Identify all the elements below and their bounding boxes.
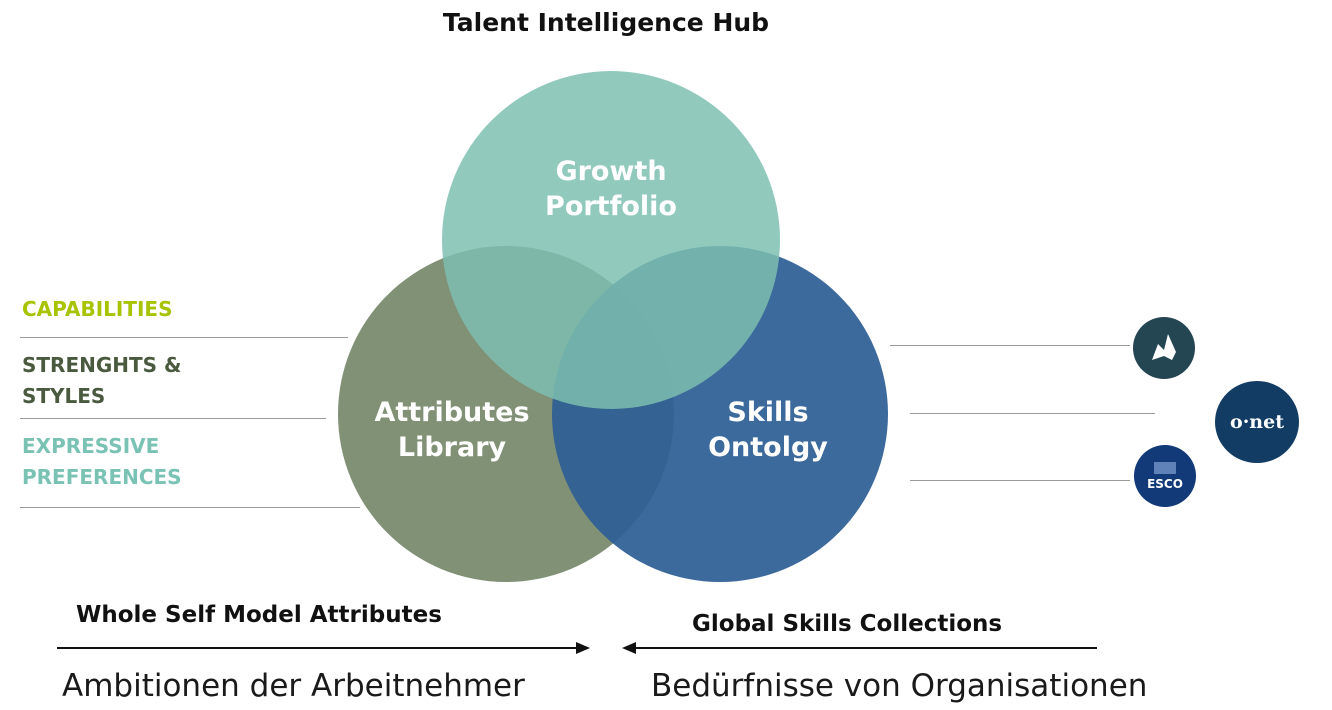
esco-flag-icon (1154, 461, 1176, 474)
strengths-styles-line2: STYLES (22, 384, 106, 408)
growth-portfolio-circle (442, 71, 780, 409)
capabilities-line1: CAPABILITIES (22, 297, 173, 321)
capabilities-label: CAPABILITIES (22, 294, 172, 325)
logo1-connector (890, 345, 1130, 346)
organization-needs-subtitle: Bedürfnisse von Organisationen (651, 668, 1148, 704)
right-arrow-head (622, 642, 636, 654)
attributes-library-line1: Attributes (374, 397, 530, 428)
skills-ontology-line2: Ontolgy (708, 432, 828, 464)
logo3-connector (910, 480, 1130, 481)
attributes-library-line2: Library (397, 432, 507, 464)
expressive-preferences-line2: PREFERENCES (22, 465, 182, 489)
growth-portfolio-label: Growth Portfolio (511, 154, 711, 224)
skills-ontology-line1: Skills (727, 397, 809, 428)
attributes-library-label: Attributes Library (342, 395, 562, 465)
strengths-styles-line1: STRENGHTS & (22, 353, 182, 377)
skills-ontology-label: Skills Ontolgy (668, 395, 868, 465)
onet-logo-icon: o·net (1215, 381, 1299, 463)
global-skills-heading: Global Skills Collections (692, 611, 1003, 637)
preferences-divider (20, 507, 360, 508)
abstract-shape-logo-icon (1133, 317, 1195, 379)
logo2-connector (910, 413, 1155, 414)
diagram-title: Talent Intelligence Hub (442, 8, 770, 37)
employee-ambitions-subtitle: Ambitionen der Arbeitnehmer (62, 668, 525, 704)
strengths-divider (20, 418, 326, 419)
onet-logo-text: o·net (1230, 411, 1284, 433)
esco-logo-icon: ESCO (1134, 445, 1196, 507)
esco-logo-text: ESCO (1147, 476, 1183, 491)
expressive-preferences-line1: EXPRESSIVE (22, 434, 160, 458)
capabilities-divider (20, 337, 348, 338)
left-arrow-head (576, 642, 590, 654)
whole-self-model-heading: Whole Self Model Attributes (76, 602, 442, 628)
growth-portfolio-line1: Growth (555, 156, 667, 187)
growth-portfolio-line2: Portfolio (545, 191, 677, 223)
expressive-preferences-label: EXPRESSIVE PREFERENCES (22, 431, 182, 493)
abstract-shape-glyph-icon (1152, 334, 1176, 360)
strengths-styles-label: STRENGHTS & STYLES (22, 350, 181, 412)
